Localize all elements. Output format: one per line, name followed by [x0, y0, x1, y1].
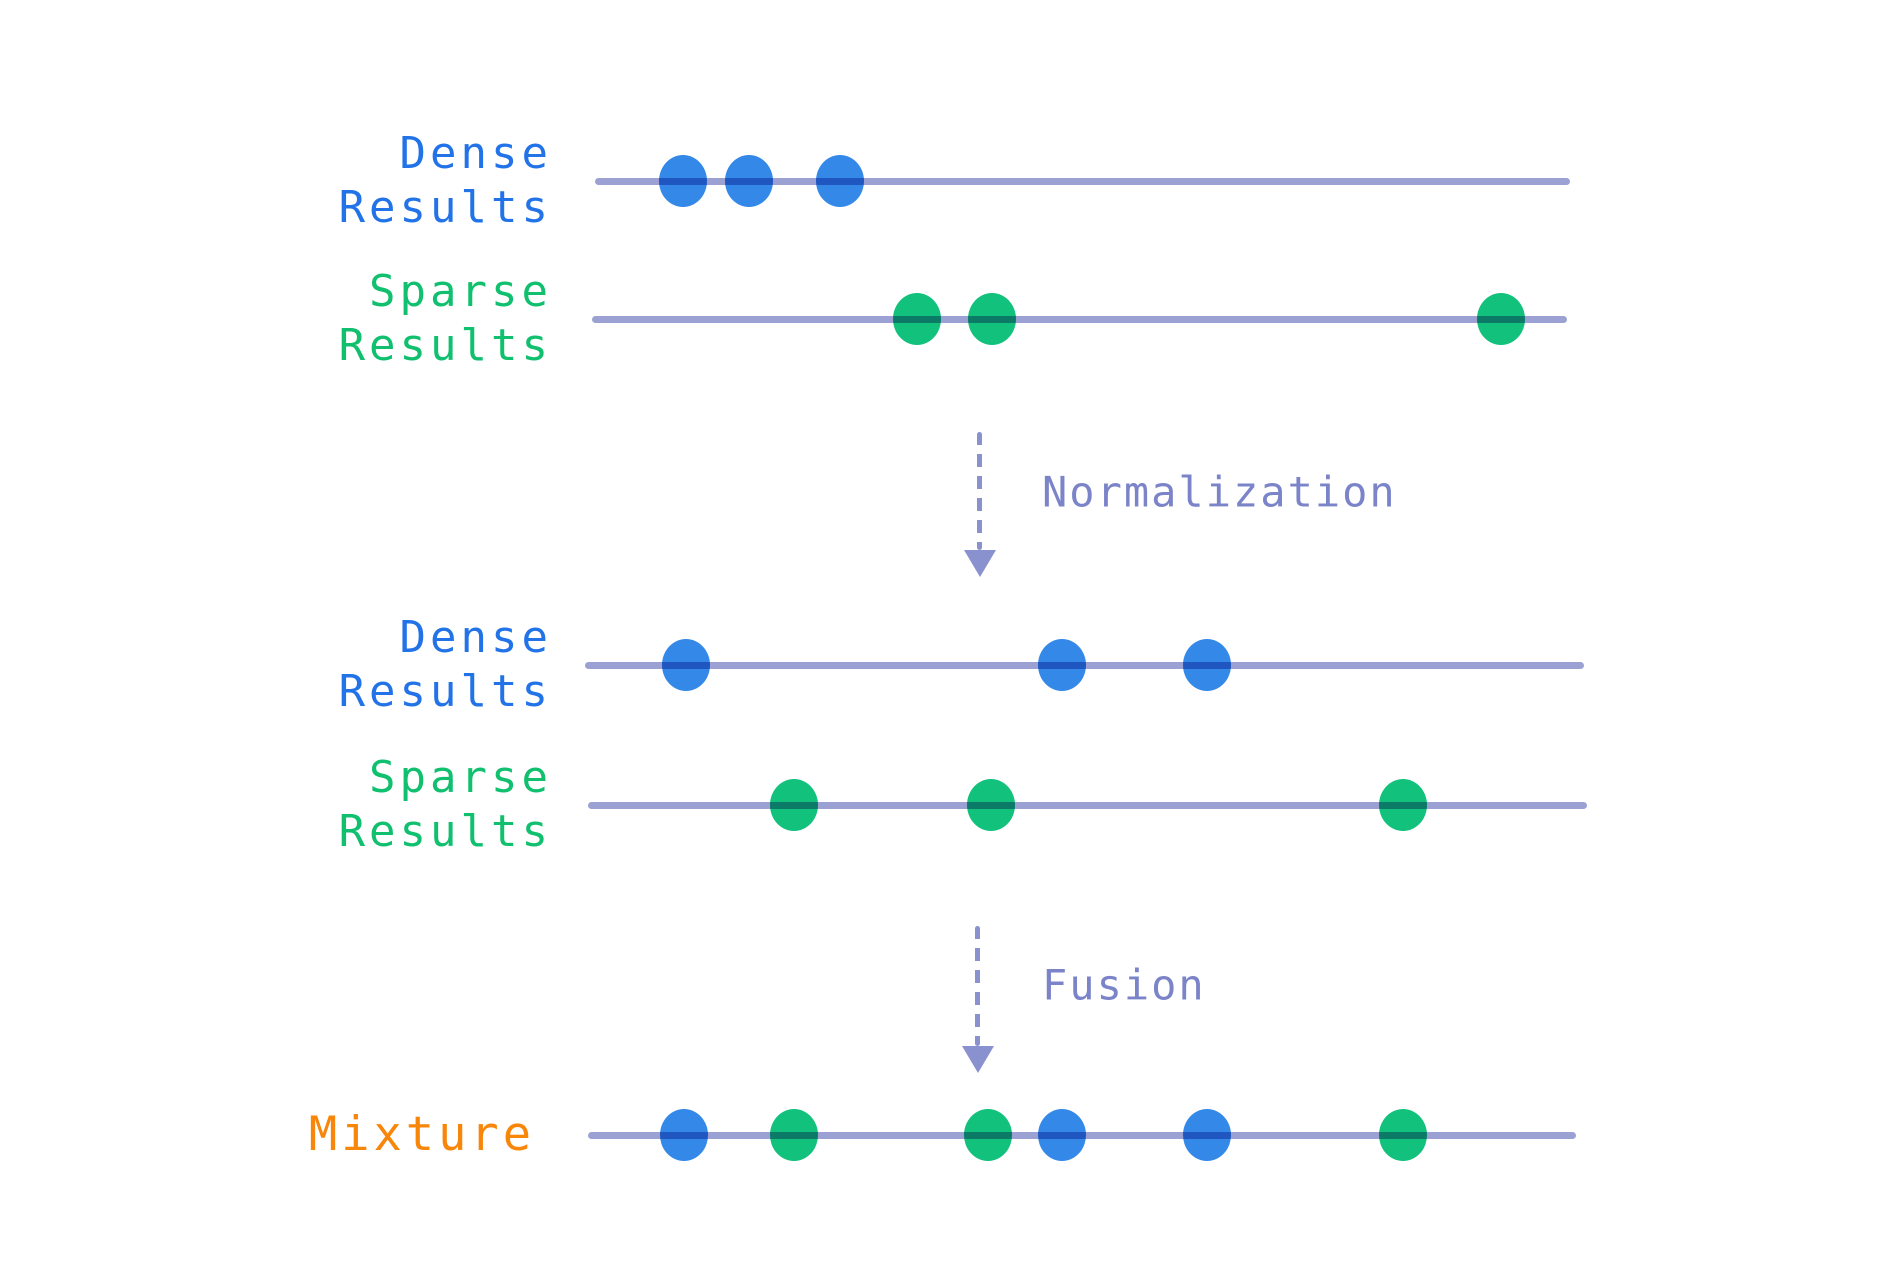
mixture-label: Mixture	[0, 1107, 535, 1163]
normalization-arrow-shaft	[977, 432, 982, 550]
sparse-results-top-axis-line	[592, 316, 1567, 323]
normalization-label: Normalization	[1042, 467, 1397, 517]
dense-results-top-axis-line	[595, 178, 1570, 185]
sparse-results-top-label-text: Results	[338, 320, 552, 371]
fusion-label: Fusion	[1042, 960, 1206, 1010]
dense-results-normalized-label-text: Dense	[399, 612, 552, 663]
sparse-results-normalized-label-text: Results	[338, 806, 552, 857]
sparse-results-normalized-axis-line	[588, 802, 1587, 809]
fusion-arrow-shaft	[975, 926, 980, 1046]
dense-results-normalized-axis-line	[585, 662, 1584, 669]
mixture-label-text: Mixture	[308, 1107, 535, 1162]
fusion-arrowhead-icon	[962, 1046, 994, 1073]
sparse-results-normalized-label-text: Sparse	[369, 752, 552, 803]
dense-results-top-label-text: Results	[338, 182, 552, 233]
mixture-axis-line	[588, 1132, 1576, 1139]
normalization-arrowhead-icon	[964, 550, 996, 577]
dense-results-normalized-label-text: Results	[338, 666, 552, 717]
sparse-results-top-label-text: Sparse	[369, 266, 552, 317]
dense-results-top-label-text: Dense	[399, 128, 552, 179]
